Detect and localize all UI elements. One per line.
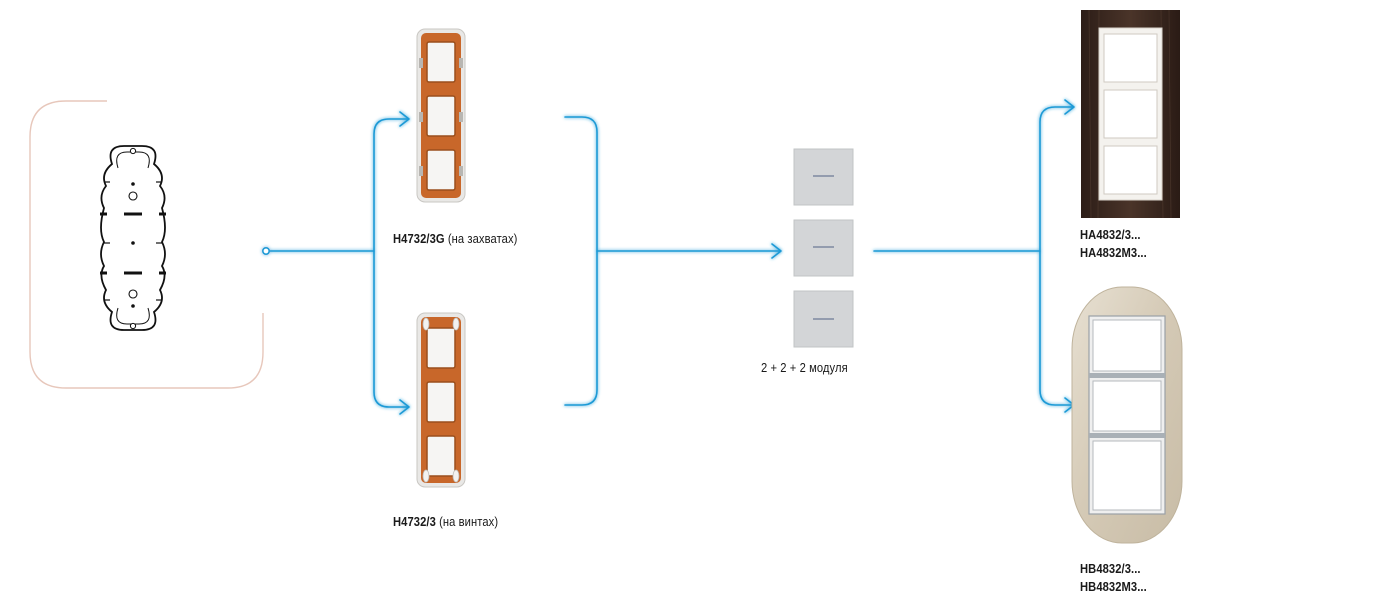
plate-wood-code-1: HA4832/3... <box>1080 227 1141 242</box>
plate-wood-code-2: HA4832M3... <box>1080 245 1147 260</box>
arrow-to-screw-support-icon <box>399 399 410 415</box>
support-frame-screws-icon <box>416 312 466 488</box>
merge-from-supports <box>564 116 598 406</box>
branch-to-supports <box>373 118 409 408</box>
plate-oval-code-2: HB4832M3... <box>1080 579 1147 594</box>
box-separator-dashes <box>100 212 166 275</box>
modular-key-icon <box>793 219 854 277</box>
start-node-icon <box>261 247 270 256</box>
arrow-to-wood-plate-icon <box>1064 99 1075 115</box>
arrow-to-capture-support-icon <box>399 111 410 127</box>
support-frame-claws-icon <box>416 28 466 203</box>
flush-box-icon <box>100 145 166 331</box>
plate-oval-code-1: HB4832/3... <box>1080 561 1141 576</box>
support-screw-label: H4732/3 (на винтах) <box>393 514 498 529</box>
wood-rectangular-plate-icon <box>1081 10 1180 218</box>
arrow-to-devices-icon <box>771 243 782 259</box>
oval-plate-icon <box>1071 286 1183 544</box>
modular-key-icon <box>793 290 854 348</box>
support-capture-label: H4732/3G (на захватах) <box>393 231 517 246</box>
support-screw-code: H4732/3 <box>393 514 436 529</box>
flush-box-panel <box>29 100 264 389</box>
support-capture-note: (на захватах) <box>447 231 518 246</box>
plate-oval-label: HB4832/3... HB4832M3... <box>1080 560 1147 596</box>
branch-to-plates <box>1039 106 1073 406</box>
plate-wood-label: HA4832/3... HA4832M3... <box>1080 226 1147 262</box>
modular-key-icon <box>793 148 854 206</box>
modular-keys-stack <box>793 148 854 348</box>
box-side-tabs <box>104 181 162 301</box>
box-outline <box>29 100 264 389</box>
support-screw-note: (на винтах) <box>439 514 499 529</box>
devices-label: 2 + 2 + 2 модуля <box>761 360 848 375</box>
support-capture-code: H4732/3G <box>393 231 445 246</box>
